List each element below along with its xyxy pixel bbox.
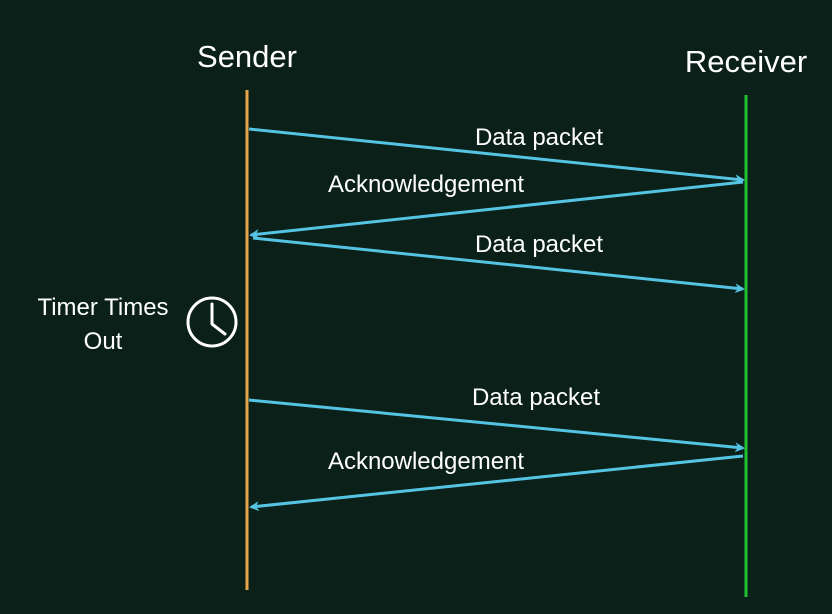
message-label-2: Acknowledgement: [328, 171, 524, 198]
message-label-3: Data packet: [475, 231, 603, 258]
receiver-title: Receiver: [685, 44, 807, 79]
message-label-4: Data packet: [472, 384, 600, 411]
timer-label-line2: Out: [84, 328, 123, 355]
sender-title: Sender: [197, 39, 297, 74]
clock-icon: [186, 296, 238, 348]
timer-label-line1: Timer Times: [37, 294, 168, 321]
message-arrow-4: [248, 398, 745, 453]
message-label-5: Acknowledgement: [328, 448, 524, 475]
message-arrow-3: [252, 236, 745, 294]
message-label-1: Data packet: [475, 124, 603, 151]
message-arrow-5: [249, 454, 744, 512]
message-arrow-2: [249, 180, 744, 240]
message-arrow-1: [248, 127, 745, 185]
